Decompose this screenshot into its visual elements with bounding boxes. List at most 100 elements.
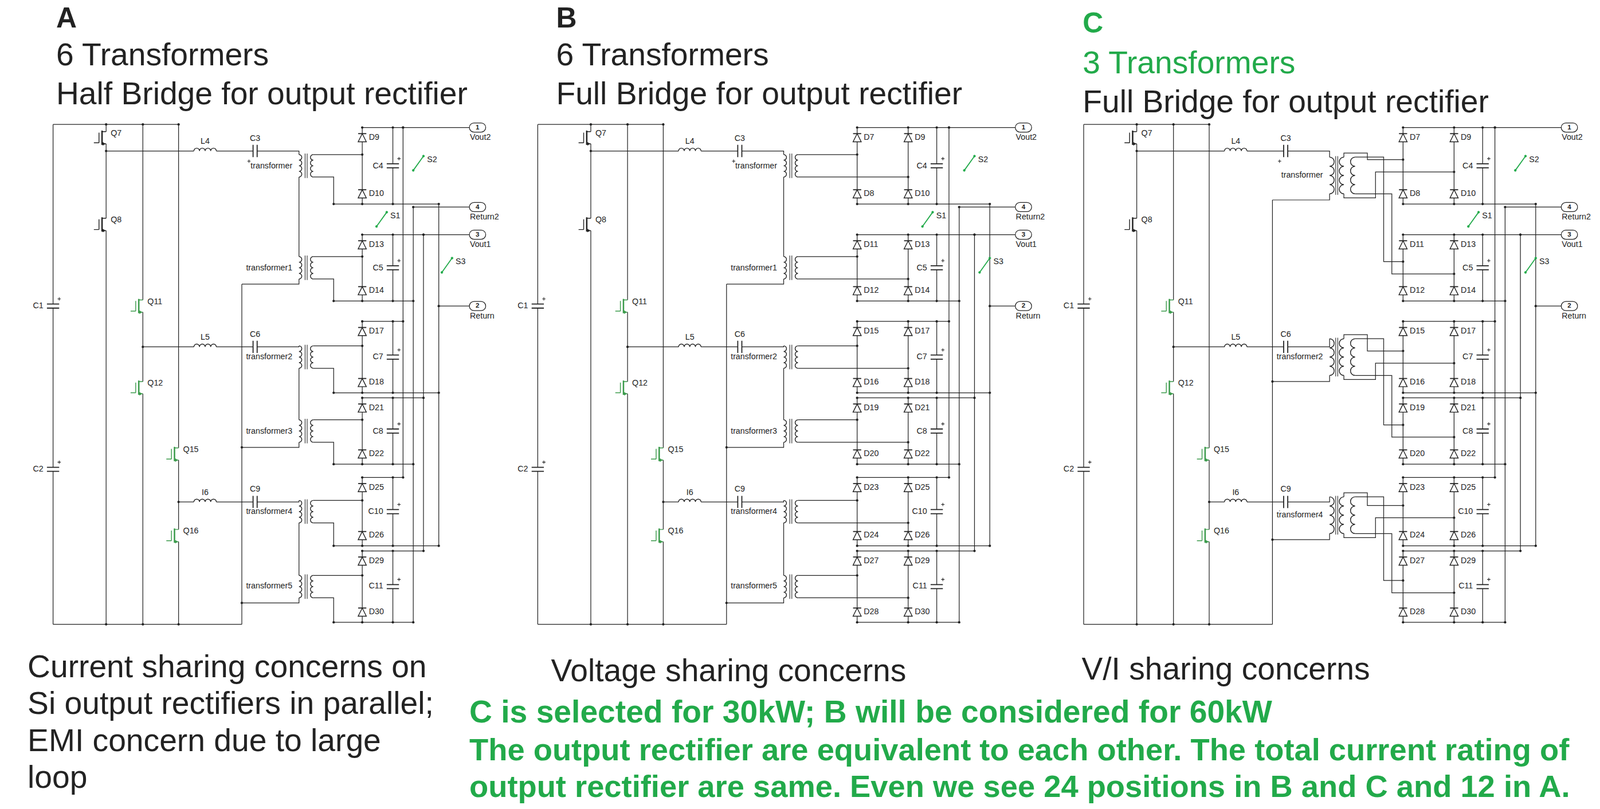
switch-symbol [440, 257, 453, 274]
panel-caption: Voltage sharing concerns [551, 653, 907, 690]
diode-symbol [1398, 608, 1407, 617]
diode-symbol [904, 449, 913, 458]
diode-symbol [904, 378, 913, 387]
junction-dot [935, 233, 938, 236]
junction-dot [1208, 123, 1211, 126]
diode-symbol [904, 286, 913, 295]
wire [663, 460, 664, 530]
part-label: D17 [368, 327, 385, 336]
transformer-winding [795, 500, 799, 523]
transformer-winding [783, 420, 787, 443]
part-label: transformer4 [730, 507, 778, 516]
transformer-core [789, 153, 792, 179]
junction-dot [1401, 260, 1405, 264]
capacitor-symbol [531, 304, 544, 309]
junction-dot [104, 123, 108, 126]
transformer-core [789, 499, 792, 525]
diode-symbol [853, 404, 862, 413]
diode-symbol [853, 132, 862, 135]
transformer-winding [1350, 338, 1356, 376]
mosfet-symbol [1170, 392, 1173, 396]
polarity-mark [1487, 503, 1491, 507]
diode-symbol [358, 189, 367, 191]
polarity-mark [1487, 157, 1491, 161]
wire [1402, 127, 1495, 128]
part-label: D12 [1409, 286, 1426, 295]
part-label: transformer3 [245, 426, 293, 435]
junction-dot [1172, 345, 1175, 348]
capacitor-symbol [1476, 355, 1489, 360]
mosfet-symbol [1168, 299, 1170, 314]
wire [1402, 248, 1404, 287]
wire [241, 597, 300, 603]
diode-symbol [1449, 327, 1458, 336]
mosfet-symbol [1205, 459, 1209, 462]
wire [1402, 412, 1404, 450]
junction-dot [856, 126, 859, 129]
mosfet-symbol [102, 142, 105, 146]
capacitor-symbol [737, 340, 742, 354]
pin-number: 1 [475, 124, 480, 132]
transformer-winding [299, 154, 303, 178]
junction-dot [907, 544, 910, 547]
wire [1355, 193, 1455, 274]
wire [142, 393, 144, 625]
wire [1453, 565, 1455, 609]
part-label: C1 [1063, 302, 1075, 311]
wire [392, 514, 394, 547]
part-label: D18 [1460, 378, 1477, 387]
junction-dot [361, 344, 364, 347]
part-label: S1 [1481, 212, 1493, 221]
wire [726, 442, 784, 448]
junction-dot [422, 233, 425, 236]
part-label: transformer2 [1276, 353, 1324, 362]
junction-dot [361, 153, 364, 156]
junction-dot [1135, 123, 1138, 126]
wire [438, 306, 470, 307]
wire [392, 234, 394, 266]
wire [590, 150, 679, 152]
junction-dot [1401, 320, 1405, 323]
part-label: C6 [1280, 330, 1292, 339]
junction-dot [907, 320, 910, 323]
part-label: D14 [1460, 286, 1477, 295]
junction-dot [391, 396, 394, 399]
part-label: C11 [912, 582, 928, 591]
diode-symbol [1398, 132, 1407, 135]
junction-dot [1452, 233, 1456, 236]
wire [1136, 150, 1225, 152]
junction-dot [856, 391, 859, 394]
diode-symbol [853, 403, 862, 405]
mosfet-symbol [1170, 310, 1173, 314]
diode-symbol [358, 607, 367, 609]
junction-dot [240, 601, 243, 605]
part-label: D21 [368, 404, 385, 413]
junction-dot [1493, 320, 1496, 323]
transformer-winding [1329, 496, 1335, 534]
diode-symbol [1398, 189, 1407, 198]
wire [936, 433, 937, 465]
wire [936, 359, 937, 394]
part-label: C8 [916, 426, 928, 435]
part-label: C5 [372, 263, 384, 272]
diode-symbol [358, 327, 367, 336]
junction-dot [1452, 299, 1456, 303]
wire [797, 597, 908, 599]
part-label: D18 [914, 378, 931, 387]
part-label: D9 [368, 133, 380, 142]
wire [1402, 545, 1536, 547]
junction-dot [1503, 621, 1507, 624]
diode-symbol [853, 133, 862, 142]
terminal-symbol [1015, 123, 1032, 133]
wire [1482, 167, 1484, 205]
mosfet-symbol [586, 130, 588, 145]
mosfet-symbol [130, 381, 143, 394]
wire [1402, 392, 1536, 394]
junction-dot [958, 205, 961, 209]
part-label: transformer4 [1276, 511, 1324, 520]
transformer-winding [783, 154, 787, 178]
part-label: C2 [32, 465, 45, 474]
junction-dot [1481, 463, 1484, 466]
wire [333, 300, 414, 302]
